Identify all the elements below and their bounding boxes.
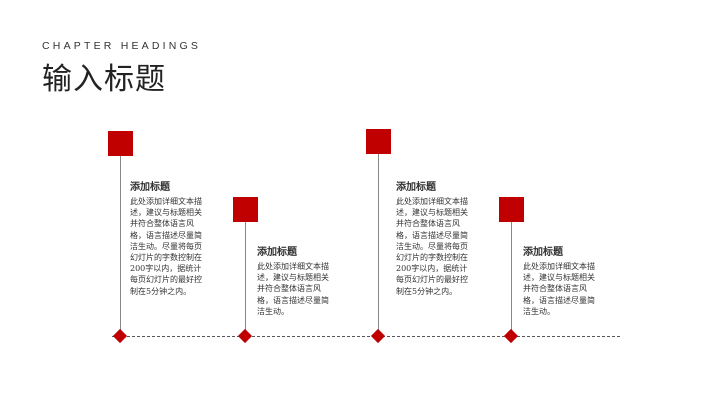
timeline-node-diamond-4 — [503, 328, 519, 344]
timeline-stem-3 — [378, 148, 379, 336]
item-body-2: 此处添加详细文本描述，建议与标题相关并符合整体语言风格，语言描述尽量简洁生动。 — [257, 262, 329, 316]
timeline-marker-square-2 — [233, 197, 258, 222]
timeline-marker-square-1 — [108, 131, 133, 156]
item-body-4: 此处添加详细文本描述，建议与标题相关并符合整体语言风格，语言描述尽量简洁生动。 — [523, 262, 595, 316]
item-title-3: 添加标题 — [396, 182, 436, 193]
timeline-stem-1 — [120, 150, 121, 336]
timeline-stem-2 — [245, 215, 246, 336]
item-body-1: 此处添加详细文本描述，建议与标题相关并符合整体语言风格，语言描述尽量简洁生动。尽… — [130, 197, 202, 296]
item-body-3: 此处添加详细文本描述，建议与标题相关并符合整体语言风格，语言描述尽量简洁生动。尽… — [396, 197, 468, 296]
timeline-marker-square-4 — [499, 197, 524, 222]
timeline-marker-square-3 — [366, 129, 391, 154]
timeline-node-diamond-3 — [370, 328, 386, 344]
chapter-heading: CHAPTER HEADINGS — [42, 40, 202, 52]
page-title: 输入标题 — [42, 62, 166, 97]
timeline-node-diamond-1 — [112, 328, 128, 344]
timeline-axis — [112, 336, 620, 337]
item-title-4: 添加标题 — [523, 247, 563, 258]
timeline-node-diamond-2 — [237, 328, 253, 344]
item-title-1: 添加标题 — [130, 182, 170, 193]
item-title-2: 添加标题 — [257, 247, 297, 258]
timeline-stem-4 — [511, 215, 512, 336]
